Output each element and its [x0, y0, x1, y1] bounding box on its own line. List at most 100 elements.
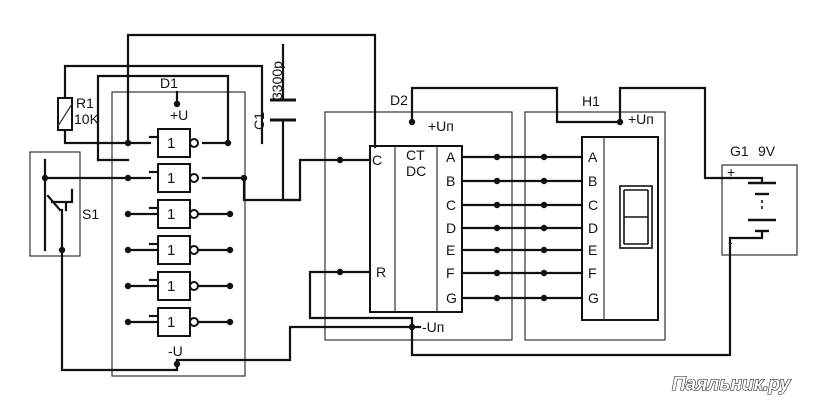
gate-bubble [189, 173, 199, 183]
h1-block [524, 111, 666, 341]
d1-minus-u: -U [168, 343, 183, 359]
c1-ref: C1 [251, 112, 267, 130]
junction-dot [226, 210, 234, 218]
junction-dot [408, 323, 416, 331]
junction-dot [124, 318, 132, 326]
g1-block [721, 164, 798, 256]
d2-output-label: C [446, 197, 456, 213]
junction-dot [124, 246, 132, 254]
gate-body [157, 271, 191, 301]
gate-bubble [189, 138, 199, 148]
gate-bubble [189, 245, 199, 255]
h1-input-label: C [588, 197, 598, 213]
junction-dot [336, 268, 344, 276]
not-gate: 1 [126, 271, 232, 301]
h1-input-label: A [588, 149, 598, 165]
h1-input-label: D [588, 220, 598, 236]
junction-dot [493, 224, 501, 232]
junction-dot [540, 269, 548, 277]
s1-block [29, 151, 81, 257]
junction-dot [493, 201, 501, 209]
d2-output-label: F [446, 265, 455, 281]
junction-dot [224, 139, 232, 147]
d2-output-label: E [446, 242, 455, 258]
s1-actuator [50, 188, 74, 212]
wire-reset [308, 270, 414, 329]
junction-dot [226, 282, 234, 290]
d1-gates: 1 1 1 1 1 1 [126, 128, 232, 337]
junction-dot [173, 100, 181, 108]
not-gate: 1 [126, 235, 232, 265]
c1-value: 3300p [269, 61, 285, 100]
d2-ref: D2 [390, 92, 408, 108]
c1-capacitor [270, 98, 296, 122]
wire-r1-top [63, 64, 264, 145]
junction-dot [493, 153, 501, 161]
junction-dot [493, 177, 501, 185]
junction-dot [493, 246, 501, 254]
g1-leads [728, 176, 764, 240]
wire-gate-inputs [96, 141, 152, 180]
d2-pin-r: R [376, 264, 386, 280]
wire-gate-outputs [201, 141, 372, 202]
d1-plus-u: +U [170, 107, 188, 123]
junction-dot [124, 139, 132, 147]
junction-dot [336, 156, 344, 164]
d2-output-label: G [446, 290, 457, 306]
digit-segments [623, 189, 649, 245]
junction-dot [408, 118, 416, 126]
d2-output-label: B [446, 173, 455, 189]
gate-bubble [189, 281, 199, 291]
h1-input-label: F [588, 265, 597, 281]
junction-dot [493, 294, 501, 302]
d2-minus-un: -Uп [422, 319, 444, 335]
r1-resistor [57, 97, 73, 131]
s1-switch [46, 188, 74, 212]
digit-frame [619, 185, 653, 249]
junction-dot [226, 246, 234, 254]
d2-output-label: A [446, 149, 456, 165]
g1-plus: + [727, 164, 735, 180]
gate-bubble [189, 317, 199, 327]
segment-bus [460, 155, 584, 300]
wire-c1-lead [281, 43, 302, 202]
junction-dot [124, 282, 132, 290]
junction-dot [540, 201, 548, 209]
h1-ref: H1 [582, 93, 600, 109]
d1-block [111, 91, 246, 377]
not-gate: 1 [126, 307, 232, 337]
s1-ref: S1 [82, 206, 99, 222]
junction-dot [540, 153, 548, 161]
d2-block [324, 111, 513, 341]
r1-ref: R1 [76, 95, 94, 111]
d2-output-label: D [446, 220, 456, 236]
gate-label: 1 [167, 135, 175, 152]
wire-c1-top [96, 74, 230, 162]
gate-label: 1 [167, 206, 175, 223]
junction-dot [173, 360, 181, 368]
junction-dot [226, 318, 234, 326]
junction-dot [41, 174, 49, 182]
junction-dot [540, 246, 548, 254]
d1-ref: D1 [160, 75, 178, 91]
gate-label: 1 [167, 170, 175, 187]
junction-dot [493, 269, 501, 277]
not-gate: 1 [126, 199, 232, 229]
not-gate: 1 [148, 163, 199, 193]
not-gate: 1 [148, 128, 199, 158]
junction-dot [540, 224, 548, 232]
watermark: Паяльник.ру [672, 374, 792, 395]
junction-dot [58, 246, 66, 254]
wire-r1-lower [63, 128, 130, 145]
d2-plus-un: +Uп [428, 118, 454, 134]
gate-label: 1 [167, 314, 175, 331]
junction-dot [124, 174, 132, 182]
d2-title-ct: CT [406, 147, 425, 163]
g1-minus: - [728, 234, 733, 250]
wires [43, 33, 732, 372]
junction-dot [540, 177, 548, 185]
